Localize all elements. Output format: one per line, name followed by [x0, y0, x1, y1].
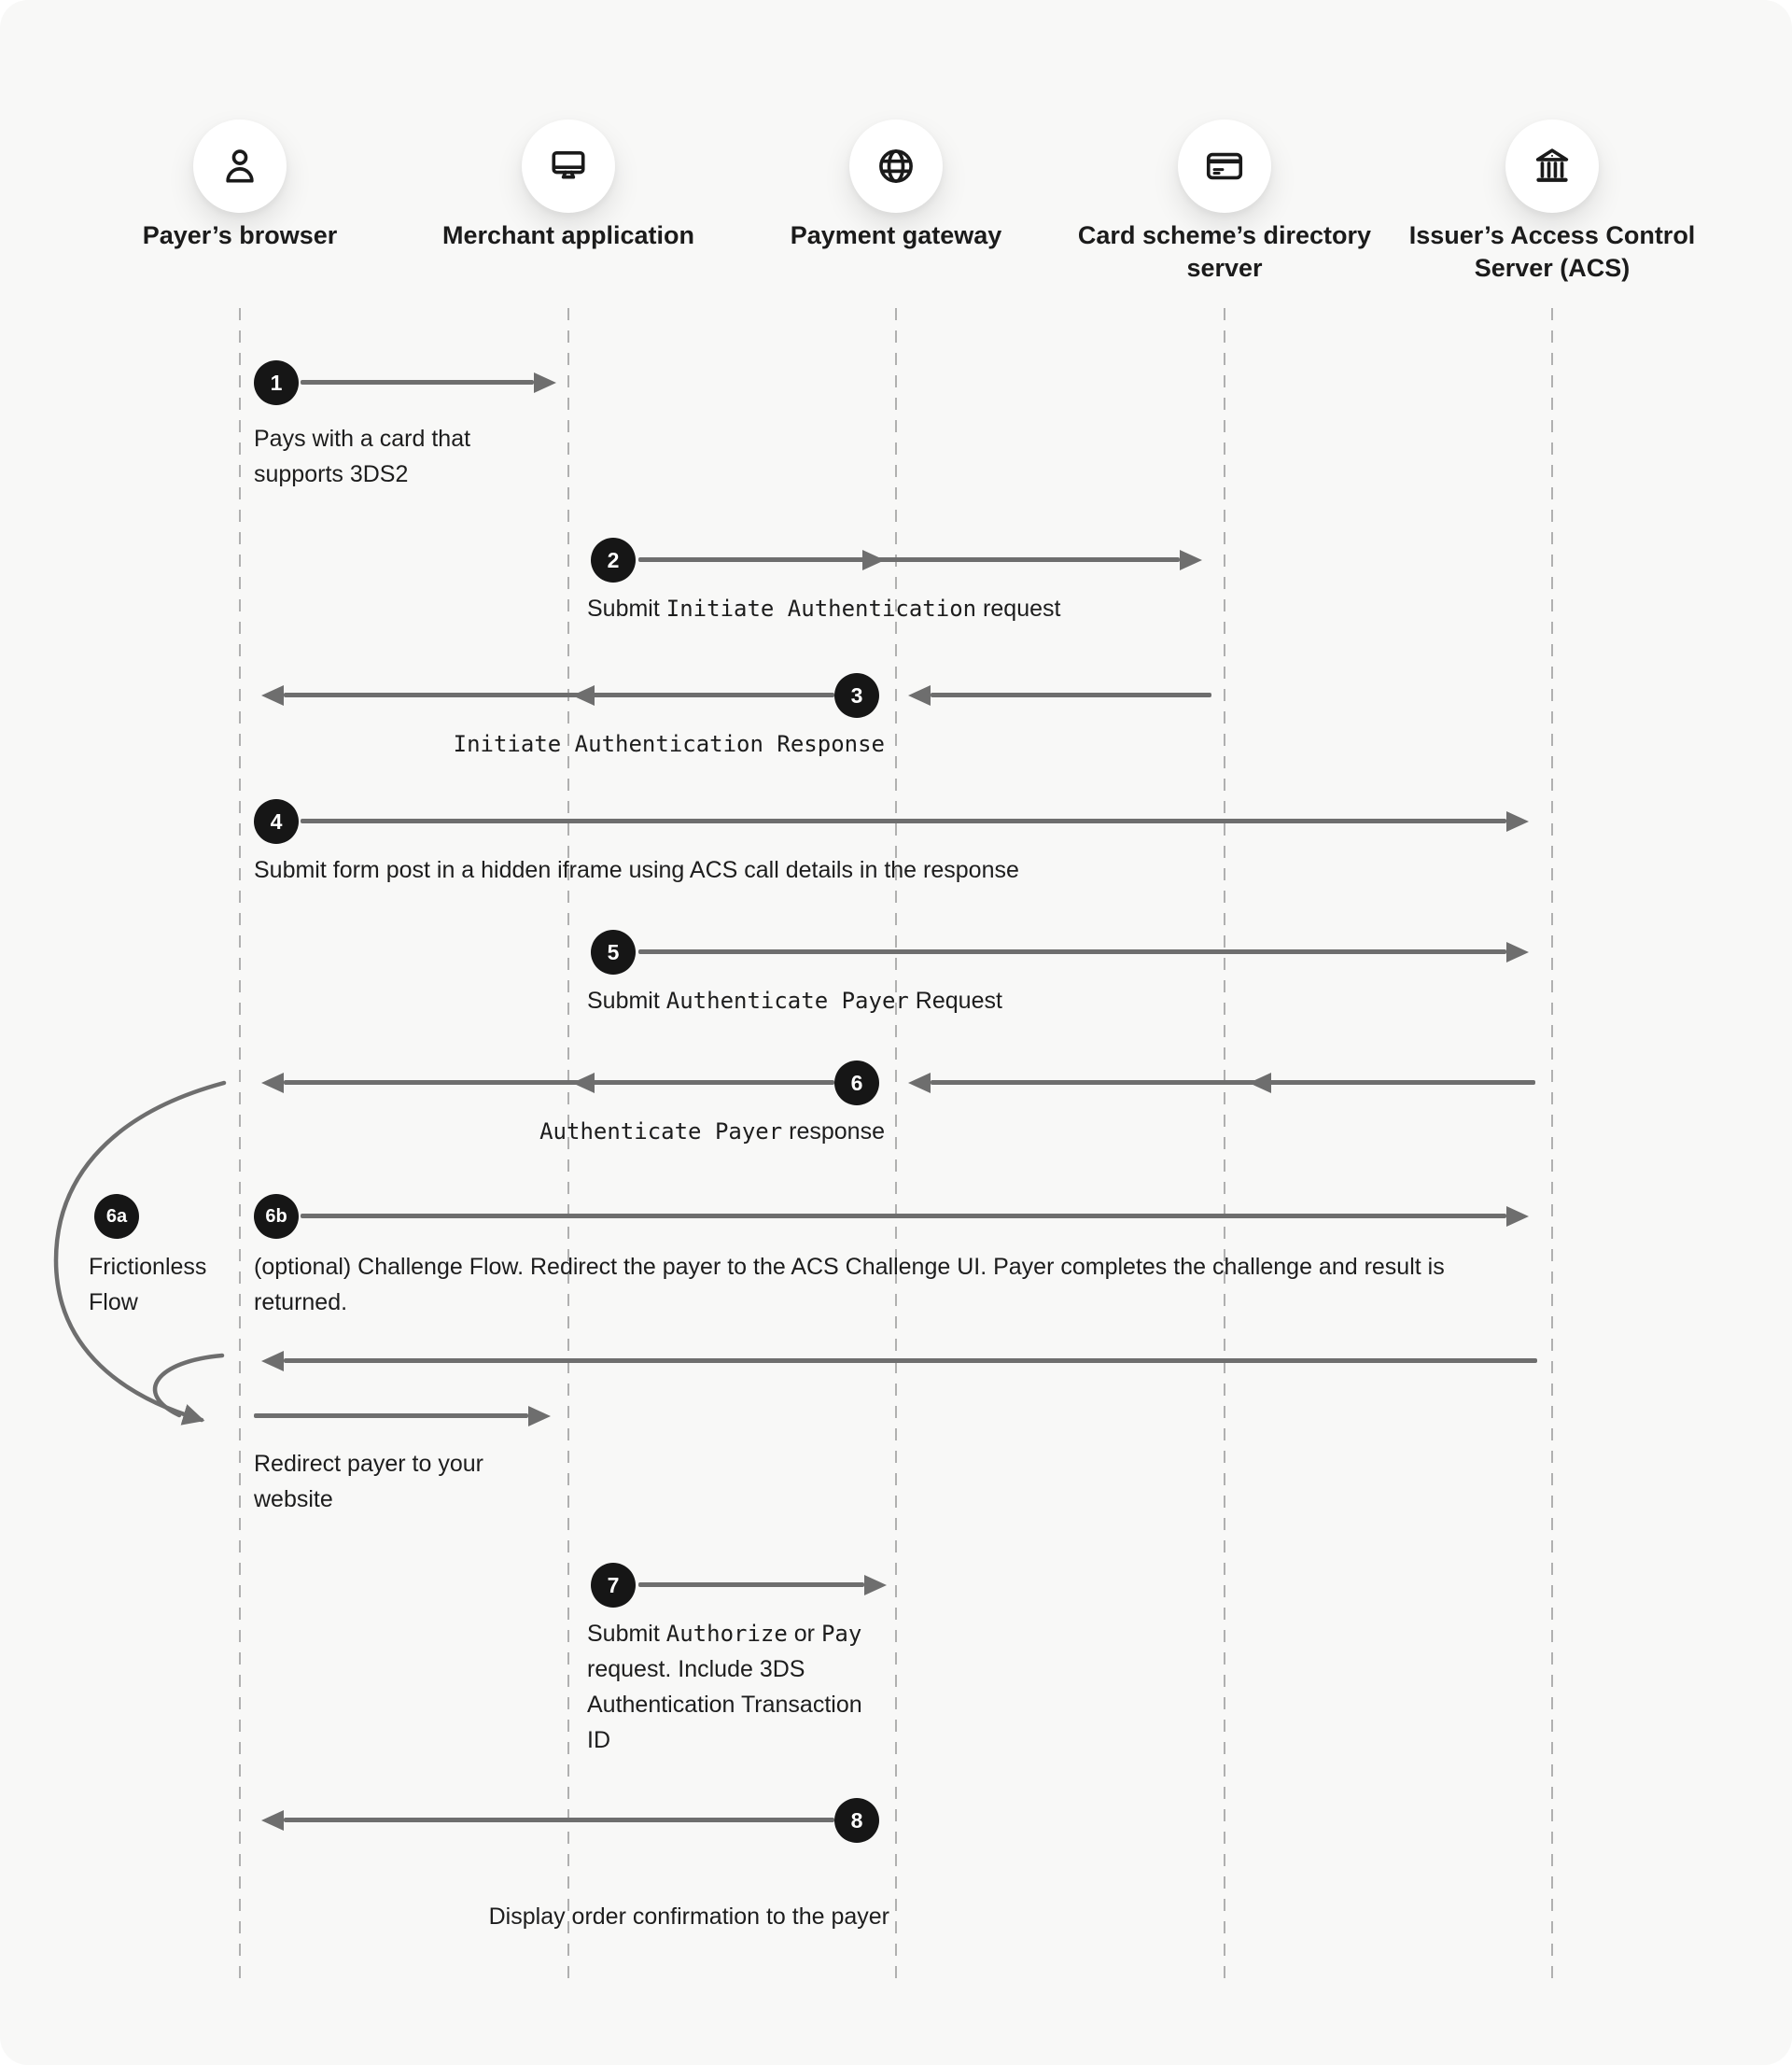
arrow-line	[638, 1582, 864, 1587]
step-label: Initiate Authentication Response	[453, 731, 885, 757]
arrow-line	[284, 1358, 1537, 1363]
arrow-line	[284, 1080, 834, 1085]
arrow-line	[284, 693, 834, 697]
step-label: Display order confirmation to the payer	[488, 1903, 889, 1930]
arrow-line	[301, 380, 534, 385]
arrowhead-left-icon	[908, 1073, 931, 1093]
step-label: Frictionless Flow	[89, 1254, 207, 1315]
step-number-badge: 5	[591, 930, 636, 975]
lifeline-payer-browser	[239, 308, 241, 1979]
arrowhead-left-icon	[572, 1073, 595, 1093]
arrowhead-right-icon	[1506, 942, 1529, 962]
arrow-line	[301, 819, 1506, 823]
participant-name: Issuer’s Access Control Server (ACS)	[1408, 221, 1696, 282]
arrow-line	[284, 1818, 834, 1822]
participant-avatar	[1178, 119, 1271, 213]
arrow-line	[931, 1080, 1535, 1085]
arrow-line	[638, 949, 1506, 954]
lifeline-directory-server	[1224, 308, 1225, 1979]
arrow-line	[254, 1413, 528, 1418]
participant-name: Payer’s browser	[142, 221, 338, 249]
arrowhead-left-icon	[261, 1810, 284, 1831]
arrowhead-right-icon	[1506, 811, 1529, 832]
participant-name: Card scheme’s directory server	[1077, 221, 1372, 282]
participant-name: Payment gateway	[790, 221, 1002, 249]
participant-avatar	[522, 119, 615, 213]
arrowhead-left-icon	[908, 685, 931, 706]
arrowhead-left-icon	[261, 1351, 284, 1371]
arrowhead-right-icon	[534, 372, 556, 393]
step-number-badge: 3	[834, 673, 879, 718]
credit-card-icon	[1203, 145, 1246, 188]
step-number-badge: 7	[591, 1563, 636, 1608]
participant-avatar	[193, 119, 287, 213]
arrowhead-right-icon	[1506, 1206, 1529, 1227]
lifeline-payment-gateway	[895, 308, 897, 1979]
participant-avatar	[1505, 119, 1599, 213]
step-number-badge: 6b	[254, 1194, 299, 1239]
arrowhead-right-icon	[864, 1575, 887, 1595]
step-number-badge: 2	[591, 538, 636, 583]
arrowhead-left-icon	[572, 685, 595, 706]
step-label: Submit Authorize or Pay request. Include…	[587, 1621, 862, 1753]
step-label: Pays with a card that supports 3DS2	[254, 426, 471, 487]
step-number-badge: 1	[254, 360, 299, 405]
step-number-badge: 6	[834, 1061, 879, 1105]
arrow-line	[931, 693, 1211, 697]
step-label: Authenticate Payer response	[539, 1118, 885, 1145]
globe-icon	[875, 145, 917, 188]
frictionless-flow-arc	[53, 1080, 227, 1426]
arrowhead-right-icon	[862, 550, 885, 570]
step-label: Submit Initiate Authentication request	[587, 596, 1061, 622]
step-label: Submit form post in a hidden iframe usin…	[254, 857, 1019, 883]
arrow-line	[638, 557, 1180, 562]
arrowhead-right-icon	[1180, 550, 1202, 570]
bank-icon	[1531, 145, 1574, 188]
step-label: (optional) Challenge Flow. Redirect the …	[254, 1254, 1445, 1315]
arrowhead-left-icon	[261, 1073, 284, 1093]
user-icon	[218, 145, 261, 188]
monitor-icon	[547, 145, 590, 188]
lifeline-merchant-app	[567, 308, 569, 1979]
step-label: Submit Authenticate Payer Request	[587, 988, 1002, 1014]
arrow-line	[301, 1214, 1506, 1218]
step-number-badge: 6a	[94, 1194, 139, 1239]
arrowhead-left-icon	[261, 685, 284, 706]
participant-name: Merchant application	[441, 221, 695, 249]
step-number-badge: 4	[254, 799, 299, 844]
step-number-badge: 8	[834, 1798, 879, 1843]
arrowhead-left-icon	[1249, 1073, 1271, 1093]
arrowhead-right-icon	[528, 1406, 551, 1426]
step-label: Redirect payer to your website	[254, 1451, 483, 1512]
participant-avatar	[849, 119, 943, 213]
lifeline-acs	[1551, 308, 1553, 1979]
